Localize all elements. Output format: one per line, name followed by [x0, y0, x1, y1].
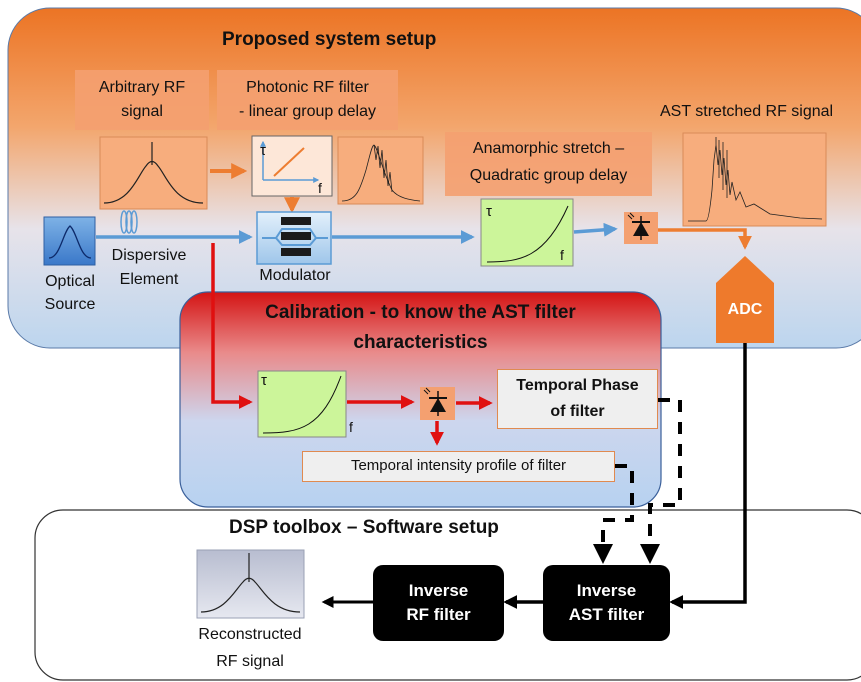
arrow-adc-to-inverse-ast [669, 343, 747, 609]
filtered-rf-waveform [341, 144, 421, 202]
temporal-phase-label-1: Temporal Phase [516, 377, 639, 394]
photonic-f-label: f [318, 180, 322, 196]
arrow-pd-to-adc [658, 228, 752, 250]
calibration-title-1: Calibration - to know the AST filter [265, 302, 576, 323]
arbitrary-rf-label-box [75, 70, 209, 130]
inverse-ast-filter-block: Inverse AST filter [543, 565, 670, 641]
inverse-ast-label-2: AST filter [568, 605, 645, 624]
anamorphic-label-2: Quadratic group delay [469, 167, 628, 184]
calibration-tau-label: τ [261, 372, 267, 389]
modulator-label: Modulator [259, 267, 331, 284]
reconstructed-label-2: RF signal [216, 653, 284, 670]
anamorphic-f-label: f [560, 247, 564, 263]
calibration-quadratic-curve [262, 375, 342, 434]
temporal-phase-label-2: of filter [550, 403, 605, 420]
adc-block [716, 256, 774, 343]
arbitrary-rf-label-2: signal [121, 103, 163, 120]
arbitrary-rf-plot [99, 136, 208, 210]
optical-source-label-2: Source [44, 296, 96, 313]
inverse-rf-filter-block: Inverse RF filter [373, 565, 504, 641]
quadratic-delay-curve [486, 205, 569, 263]
dispersive-label-2: Element [119, 271, 179, 288]
calibration-title-2: characteristics [353, 332, 488, 353]
anamorphic-plot [480, 198, 574, 267]
linear-group-delay-line [273, 147, 305, 177]
calibration-branch [211, 243, 253, 409]
optical-source-label-1: Optical [45, 273, 95, 290]
temporal-intensity-label: Temporal intensity profile of filter [350, 457, 567, 474]
dispersive-label-1: Dispersive [111, 247, 187, 264]
photonic-filter-label-1: Photonic RF filter [246, 79, 369, 96]
optical-path-3 [573, 222, 618, 237]
photonic-filter-label-box [217, 70, 398, 130]
reconstructed-plot [196, 549, 305, 619]
arbitrary-rf-label-1: Arbitrary RF [98, 79, 186, 96]
dsp-toolbox-title: DSP toolbox – Software setup [229, 517, 499, 538]
inverse-rf-label-1: Inverse [408, 581, 469, 600]
temporal-intensity-box: Temporal intensity profile of filter [302, 451, 615, 482]
anamorphic-label-box [445, 132, 652, 196]
ast-stretched-label: AST stretched RF signal [660, 103, 834, 120]
anamorphic-tau-label: τ [486, 203, 492, 220]
adc-label: ADC [727, 301, 763, 318]
reconstructed-label-1: Reconstructed [198, 626, 302, 643]
inverse-ast-label-1: Inverse [576, 581, 637, 600]
photonic-filter-label-2: - linear group delay [239, 103, 376, 120]
anamorphic-label-1: Anamorphic stretch – [472, 140, 625, 157]
temporal-phase-box: Temporal Phase of filter [497, 369, 658, 429]
photonic-tau-label: τ [260, 142, 266, 159]
ast-stretched-waveform [688, 137, 823, 222]
ast-stretched-plot [682, 132, 827, 227]
dispersive-element-icon [120, 210, 138, 234]
inverse-rf-label-2: RF filter [406, 605, 471, 624]
proposed-setup-title: Proposed system setup [222, 29, 437, 50]
calibration-plot [257, 370, 347, 438]
modulator-electrodes [281, 217, 311, 256]
calibration-f-label: f [349, 419, 353, 435]
filtered-rf-plot [337, 136, 424, 205]
dashed-intensity-to-ast [593, 464, 634, 564]
